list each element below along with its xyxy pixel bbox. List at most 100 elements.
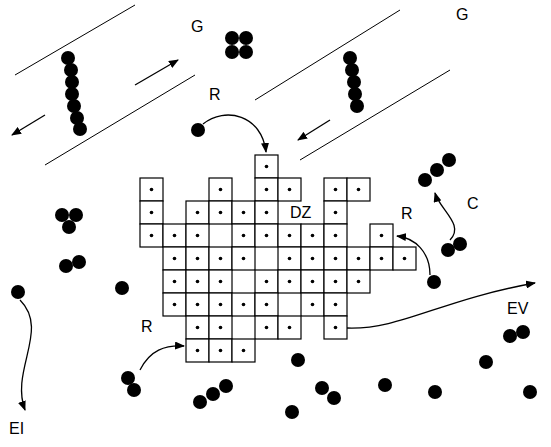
molecule: [206, 387, 220, 401]
lattice-cell: [232, 293, 255, 316]
molecule: [55, 208, 69, 222]
molecule: [343, 51, 357, 65]
escape-path: [20, 300, 31, 410]
attach-path: [203, 115, 266, 152]
process-label: C: [466, 195, 480, 213]
lattice-cell: [186, 316, 209, 339]
process-label: R: [208, 86, 222, 104]
attach-path: [397, 236, 430, 275]
lattice-cell: [163, 270, 186, 293]
step-edge: [255, 10, 400, 100]
molecule: [67, 99, 81, 113]
lattice-cell: [255, 155, 278, 178]
molecule: [378, 378, 392, 392]
lattice-cell: [186, 339, 209, 362]
molecule: [345, 63, 359, 77]
lattice-cell: [370, 224, 393, 247]
lattice-cell: [324, 316, 347, 339]
molecule: [121, 371, 135, 385]
lattice-cell: [301, 270, 324, 293]
lattice-cell: [209, 316, 232, 339]
molecule: [428, 385, 442, 399]
molecule: [11, 285, 25, 299]
step-arrows: [12, 60, 330, 140]
lattice-cell: [255, 316, 278, 339]
growth-arrow: [135, 60, 178, 85]
evaporation-path: [347, 283, 535, 328]
lattice-cell: [278, 316, 301, 339]
molecule: [225, 31, 239, 45]
lattice-cell: [347, 247, 370, 270]
molecule: [219, 379, 233, 393]
lattice-cell: [301, 293, 324, 316]
step-edge: [300, 70, 450, 160]
lattice-cell: [393, 247, 416, 270]
lattice-cell: [347, 178, 370, 201]
molecule: [239, 31, 253, 45]
lattice-cell: [232, 247, 255, 270]
process-label: EV: [506, 300, 529, 318]
growth-arrow: [12, 115, 45, 135]
lattice-cell: [278, 270, 301, 293]
molecule: [441, 243, 455, 257]
molecule: [69, 208, 83, 222]
lattice-cell: [324, 247, 347, 270]
lattice-cell: [324, 270, 347, 293]
molecules: [11, 31, 537, 419]
lattice-cell: [209, 270, 232, 293]
molecule: [291, 353, 305, 367]
process-label: EI: [8, 420, 25, 438]
process-label: DZ: [289, 204, 312, 222]
molecule: [59, 259, 73, 273]
molecule: [127, 383, 141, 397]
lattice-cell: [209, 201, 232, 224]
cluster-path: [435, 193, 455, 240]
lattice-cell: [140, 201, 163, 224]
molecule: [430, 163, 444, 177]
molecule: [65, 75, 79, 89]
molecule: [191, 123, 205, 137]
lattice-cell: [186, 247, 209, 270]
molecule: [64, 63, 78, 77]
lattice-cell: [255, 293, 278, 316]
lattice-cell: [370, 247, 393, 270]
lattice-cell: [209, 247, 232, 270]
molecule: [348, 87, 362, 101]
island-cells: [140, 155, 416, 362]
lattice-cell: [209, 339, 232, 362]
lattice-cell: [186, 201, 209, 224]
molecule: [347, 75, 361, 89]
attach-path: [140, 346, 184, 370]
lattice-cell: [163, 293, 186, 316]
molecule: [285, 405, 299, 419]
molecule: [193, 395, 207, 409]
process-label: R: [140, 318, 154, 336]
molecule: [315, 381, 329, 395]
lattice-cell: [209, 178, 232, 201]
molecule: [62, 220, 76, 234]
molecule: [503, 329, 517, 343]
process-paths: [20, 115, 535, 410]
molecule: [418, 173, 432, 187]
lattice-cell: [255, 178, 278, 201]
lattice-cell: [186, 293, 209, 316]
step-band: [15, 5, 450, 165]
lattice-cell: [324, 178, 347, 201]
molecule: [72, 255, 86, 269]
lattice-cell: [255, 201, 278, 224]
lattice-cell: [301, 247, 324, 270]
molecule: [442, 153, 456, 167]
lattice-cell: [232, 201, 255, 224]
lattice-cell: [255, 224, 278, 247]
lattice-cell: [324, 224, 347, 247]
lattice-cell: [186, 224, 209, 247]
molecule: [479, 355, 493, 369]
step-edge: [45, 75, 195, 165]
molecule: [350, 99, 364, 113]
lattice-cell: [140, 224, 163, 247]
lattice-cell: [163, 247, 186, 270]
molecule: [427, 275, 441, 289]
lattice-cell: [255, 270, 278, 293]
process-label: G: [455, 6, 469, 24]
